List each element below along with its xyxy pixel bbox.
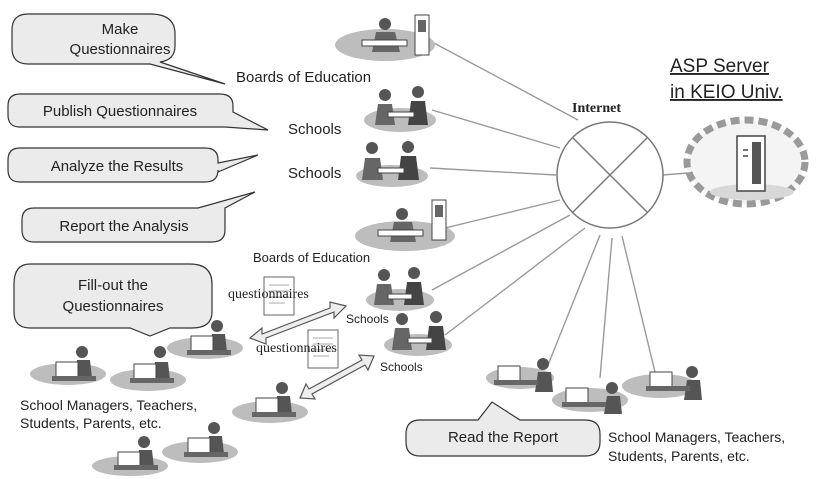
link-boards-mid: [444, 199, 561, 229]
network-links: [429, 41, 729, 379]
server-shadow: [710, 184, 794, 200]
label-schools-2: Schools: [288, 165, 341, 182]
label-schools-3: Schools: [346, 312, 389, 326]
callout-make-line2: Questionnaires: [70, 41, 171, 58]
callout-publish-questionnaires: Publish Questionnaires: [7, 93, 269, 131]
label-boards-mid: Boards of Education: [253, 250, 370, 265]
reader-desk-3: [622, 366, 702, 400]
schools-2-icon: [356, 141, 428, 187]
callout-fill-line1: Fill-out the: [78, 277, 148, 294]
user-desk-3: [167, 320, 243, 359]
double-arrow-2: [299, 354, 375, 400]
link-schools-1: [431, 109, 561, 149]
callout-fill-line2: Questionnaires: [63, 298, 164, 315]
schools-4-icon: [384, 311, 452, 356]
users-left-group-icon: [30, 320, 308, 476]
link-schools-2: [429, 167, 557, 176]
link-read-c: [621, 235, 656, 373]
callout-analyze-text: Analyze the Results: [51, 158, 184, 175]
label-schools-1: Schools: [288, 121, 341, 138]
label-people-right-line1: School Managers, Teachers,: [608, 429, 785, 445]
questionnaire-document-2: [307, 329, 339, 369]
callout-report-analysis: Report the Analysis: [21, 191, 256, 243]
asp-server-title: ASP Server: [670, 56, 770, 77]
schools-3-icon: [366, 267, 434, 311]
reader-desk-1: [486, 358, 554, 392]
internet-globe: [556, 121, 664, 229]
boards-of-education-mid-icon: [355, 199, 455, 251]
link-boards-top: [431, 41, 579, 121]
double-arrow-1: [248, 301, 348, 345]
server-panel: [752, 142, 761, 184]
label-people-left-line1: School Managers, Teachers,: [20, 397, 197, 413]
callout-make-line1: Make: [102, 21, 139, 38]
reader-desk-2: [552, 382, 628, 414]
link-schools-3: [431, 214, 571, 291]
user-desk-6: [92, 436, 168, 476]
label-questionnaires-2: questionnaires: [256, 341, 337, 356]
link-read-a: [547, 234, 601, 366]
label-people-left-line2: Students, Parents, etc.: [20, 415, 162, 431]
callout-publish-text: Publish Questionnaires: [43, 103, 197, 120]
callout-fill-out: Fill-out the Questionnaires: [13, 263, 213, 337]
link-read-b: [599, 237, 613, 379]
user-desk-1: [30, 346, 106, 385]
label-questionnaires-1: questionnaires: [228, 287, 309, 302]
user-desk-2: [110, 346, 186, 391]
users-right-group-icon: [486, 358, 702, 414]
questionnaire-document-1: [263, 276, 295, 316]
callout-read-text: Read the Report: [448, 429, 559, 446]
asp-server: [683, 116, 809, 208]
callout-read-report: Read the Report: [405, 401, 601, 457]
callout-make-questionnaires: Make Questionnaires: [11, 13, 226, 85]
schools-1-icon: [364, 86, 436, 132]
label-schools-4: Schools: [380, 360, 423, 374]
internet-cross-b: [572, 137, 648, 213]
link-schools-4: [444, 227, 586, 336]
internet-label: Internet: [572, 101, 621, 116]
label-people-right-line2: Students, Parents, etc.: [608, 448, 750, 464]
user-desk-5: [162, 422, 238, 463]
asp-server-subtitle: in KEIO Univ.: [670, 82, 783, 103]
boards-of-education-top-icon: [335, 14, 435, 61]
label-boards-top: Boards of Education: [236, 69, 371, 86]
callout-analyze-results: Analyze the Results: [7, 147, 259, 183]
user-desk-4: [232, 382, 308, 423]
callout-report-text: Report the Analysis: [59, 218, 188, 235]
